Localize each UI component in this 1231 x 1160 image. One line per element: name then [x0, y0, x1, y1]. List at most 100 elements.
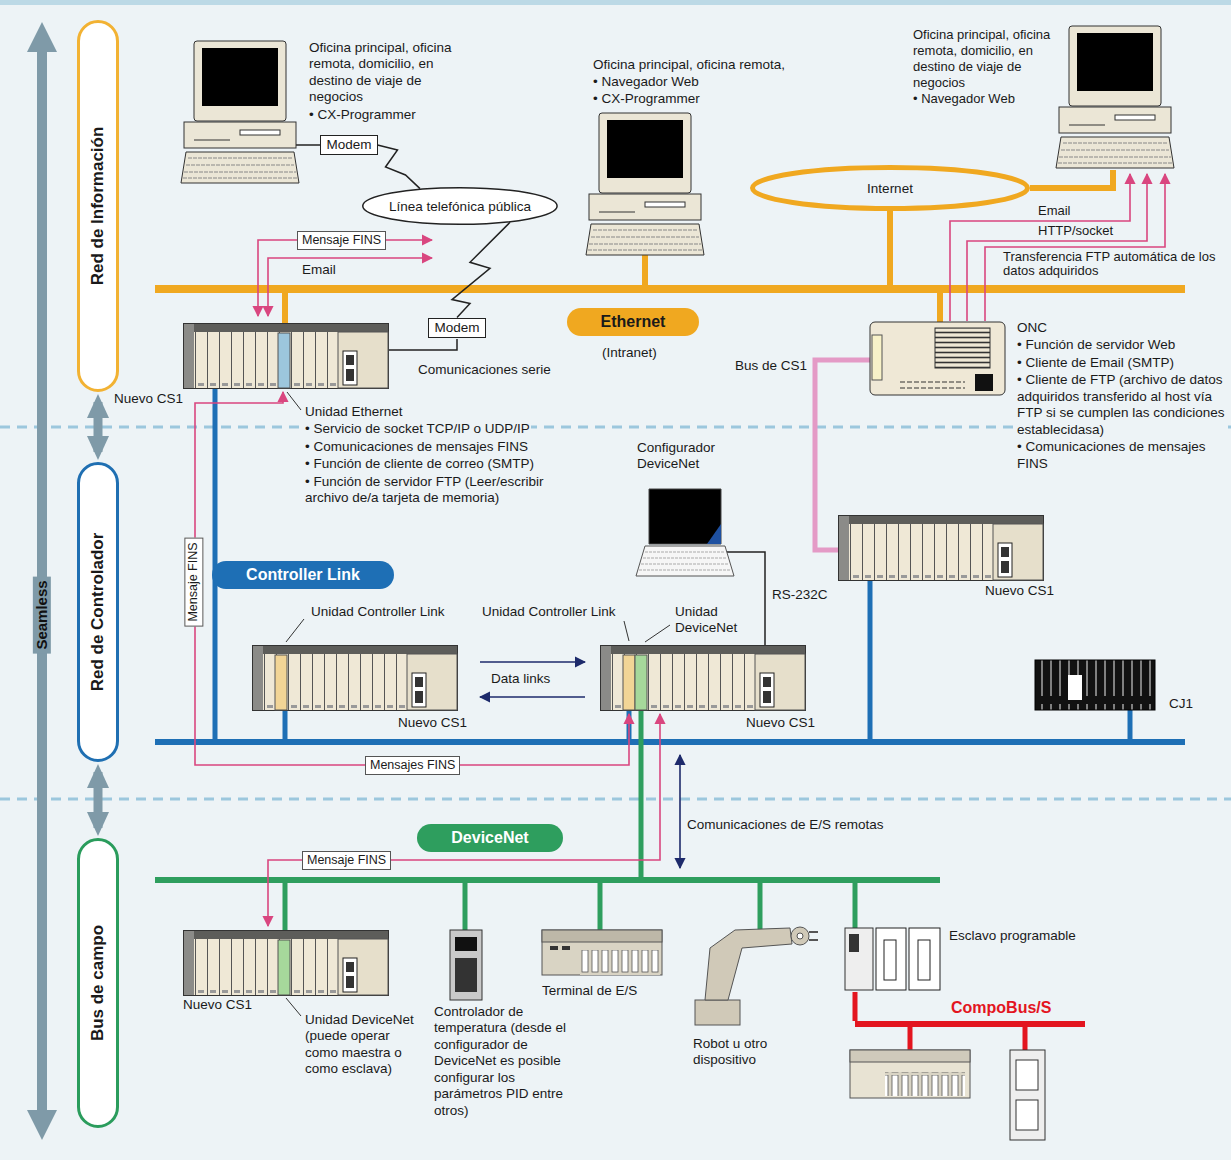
text-label: Data links	[490, 671, 551, 687]
text-label: RS-232C	[771, 587, 829, 603]
io-terminal	[542, 930, 662, 975]
internet-ellipse: Internet	[750, 165, 1030, 211]
node-label: Controller Link	[246, 566, 360, 583]
seamless-arrow	[27, 22, 57, 1140]
ethernet-bus	[155, 285, 1185, 293]
phone-line-ellipse: Línea telefónica pública	[362, 187, 558, 225]
text-label: • Navegador Web	[592, 74, 700, 90]
ellipse-shape	[363, 188, 557, 225]
cj1-plc	[1035, 660, 1155, 710]
text-label: • CX-Programmer	[308, 107, 417, 123]
controller-link-unit	[623, 655, 635, 710]
controller-link-unit	[275, 655, 287, 710]
computer	[586, 113, 704, 255]
leader-line	[286, 392, 670, 1016]
text-label: HTTP/socket	[1037, 224, 1114, 238]
text-label: CompoBus/S	[950, 998, 1052, 1018]
node-label: Línea telefónica pública	[389, 199, 531, 214]
text-label: Esclavo programable	[948, 928, 1077, 944]
text-label: • Función de cliente de correo (SMTP)	[304, 456, 535, 472]
text-label: Unidad DeviceNet (puede operar como maes…	[304, 1012, 424, 1078]
controller-link-bus	[155, 739, 1185, 745]
text-label: Nuevo CS1	[113, 391, 184, 407]
level-arrow	[94, 772, 103, 828]
modem-box: Modem	[320, 135, 377, 156]
modem-box: Modem	[428, 318, 485, 339]
text-label: Unidad Controller Link	[310, 604, 446, 620]
text-label: • Cliente de Email (SMTP)	[1016, 355, 1228, 371]
text-label: Oficina principal, oficina remota, domic…	[308, 40, 460, 106]
text-label: • Función de servidor Web	[1016, 337, 1228, 353]
devicenet-unit	[278, 940, 290, 995]
plc-rack	[839, 516, 1044, 581]
text-label: Bus de CS1	[734, 358, 808, 374]
node-label: Red de Controlador	[88, 533, 108, 692]
text-label: Nuevo CS1	[397, 715, 468, 731]
node-label: DeviceNet	[451, 829, 528, 846]
axis-label: Seamless	[33, 576, 51, 653]
network-pill: Ethernet	[567, 308, 700, 335]
node-label: Bus de campo	[88, 925, 108, 1041]
computer	[1056, 26, 1174, 168]
text-label: Unidad Ethernet	[304, 404, 404, 420]
text-label: Email	[301, 262, 337, 278]
text-label: Oficina principal, oficina remota, domic…	[912, 27, 1052, 90]
message-tag: Mensaje FINS	[297, 231, 386, 250]
text-label: • Función de servidor FTP (Leer/escribir…	[304, 474, 561, 507]
text-label: Robot u otro dispositivo	[692, 1036, 794, 1069]
node-label: Ethernet	[601, 313, 666, 330]
laptop	[636, 489, 734, 576]
onc-device	[870, 322, 1005, 395]
top-strip	[0, 0, 1231, 5]
robot	[695, 927, 818, 1025]
text-label: Nuevo CS1	[745, 715, 816, 731]
text-label: (Intranet)	[601, 345, 658, 361]
text-label: Comunicaciones de E/S remotas	[686, 817, 885, 833]
plc-rack	[601, 646, 806, 711]
text-label: Terminal de E/S	[541, 983, 638, 999]
text-label: • CX-Programmer	[592, 91, 701, 107]
network-pill: DeviceNet	[417, 824, 562, 851]
plc-rack	[184, 931, 389, 996]
level-divider	[0, 798, 1231, 801]
text-label: Comunicaciones serie	[417, 362, 552, 378]
text-label: Controlador de temperatura (desde el con…	[433, 1004, 577, 1119]
modem-cable	[296, 144, 322, 146]
phone-line-zigzag	[378, 145, 420, 189]
network-band: Red de Controlador	[77, 462, 119, 762]
text-label: • Comunicaciones de mensajes FINS	[304, 439, 529, 455]
text-label: Unidad DeviceNet	[674, 604, 748, 637]
ethernet-unit	[278, 333, 290, 388]
cj1-cpu	[1068, 675, 1082, 700]
phone-line-zigzag	[452, 222, 510, 317]
compobus-bus	[855, 1021, 1085, 1027]
text-label: Unidad Controller Link	[481, 604, 617, 620]
level-arrow	[94, 402, 103, 452]
message-tag: Mensajes FINS	[365, 756, 460, 775]
programmable-slave	[845, 928, 940, 990]
node-label: Modem	[434, 320, 479, 335]
text-label: Email	[1037, 204, 1072, 218]
text-label: Oficina principal, oficina remota,	[592, 57, 786, 73]
text-label: • Navegador Web	[912, 91, 1016, 107]
text-label: • Cliente de FTP (archivo de datos adqui…	[1016, 372, 1228, 438]
text-label: Nuevo CS1	[182, 997, 253, 1013]
message-tag: Mensaje FINS	[302, 851, 391, 870]
network-band: Bus de campo	[77, 838, 119, 1128]
network-pill: Controller Link	[212, 561, 394, 588]
plc-rack	[184, 324, 389, 389]
text-label: CJ1	[1168, 696, 1194, 712]
computer	[181, 41, 299, 183]
temperature-controller	[450, 930, 482, 1000]
message-flow	[195, 174, 1165, 926]
network-band: Red de Información	[77, 20, 119, 392]
text-label: Nuevo CS1	[984, 583, 1055, 599]
ellipse-shape	[753, 168, 1028, 209]
message-tag: Mensaje FINS	[184, 537, 203, 626]
compobus-terminal	[850, 1050, 970, 1098]
node-label: Red de Información	[88, 127, 108, 286]
plc-rack	[253, 646, 458, 711]
